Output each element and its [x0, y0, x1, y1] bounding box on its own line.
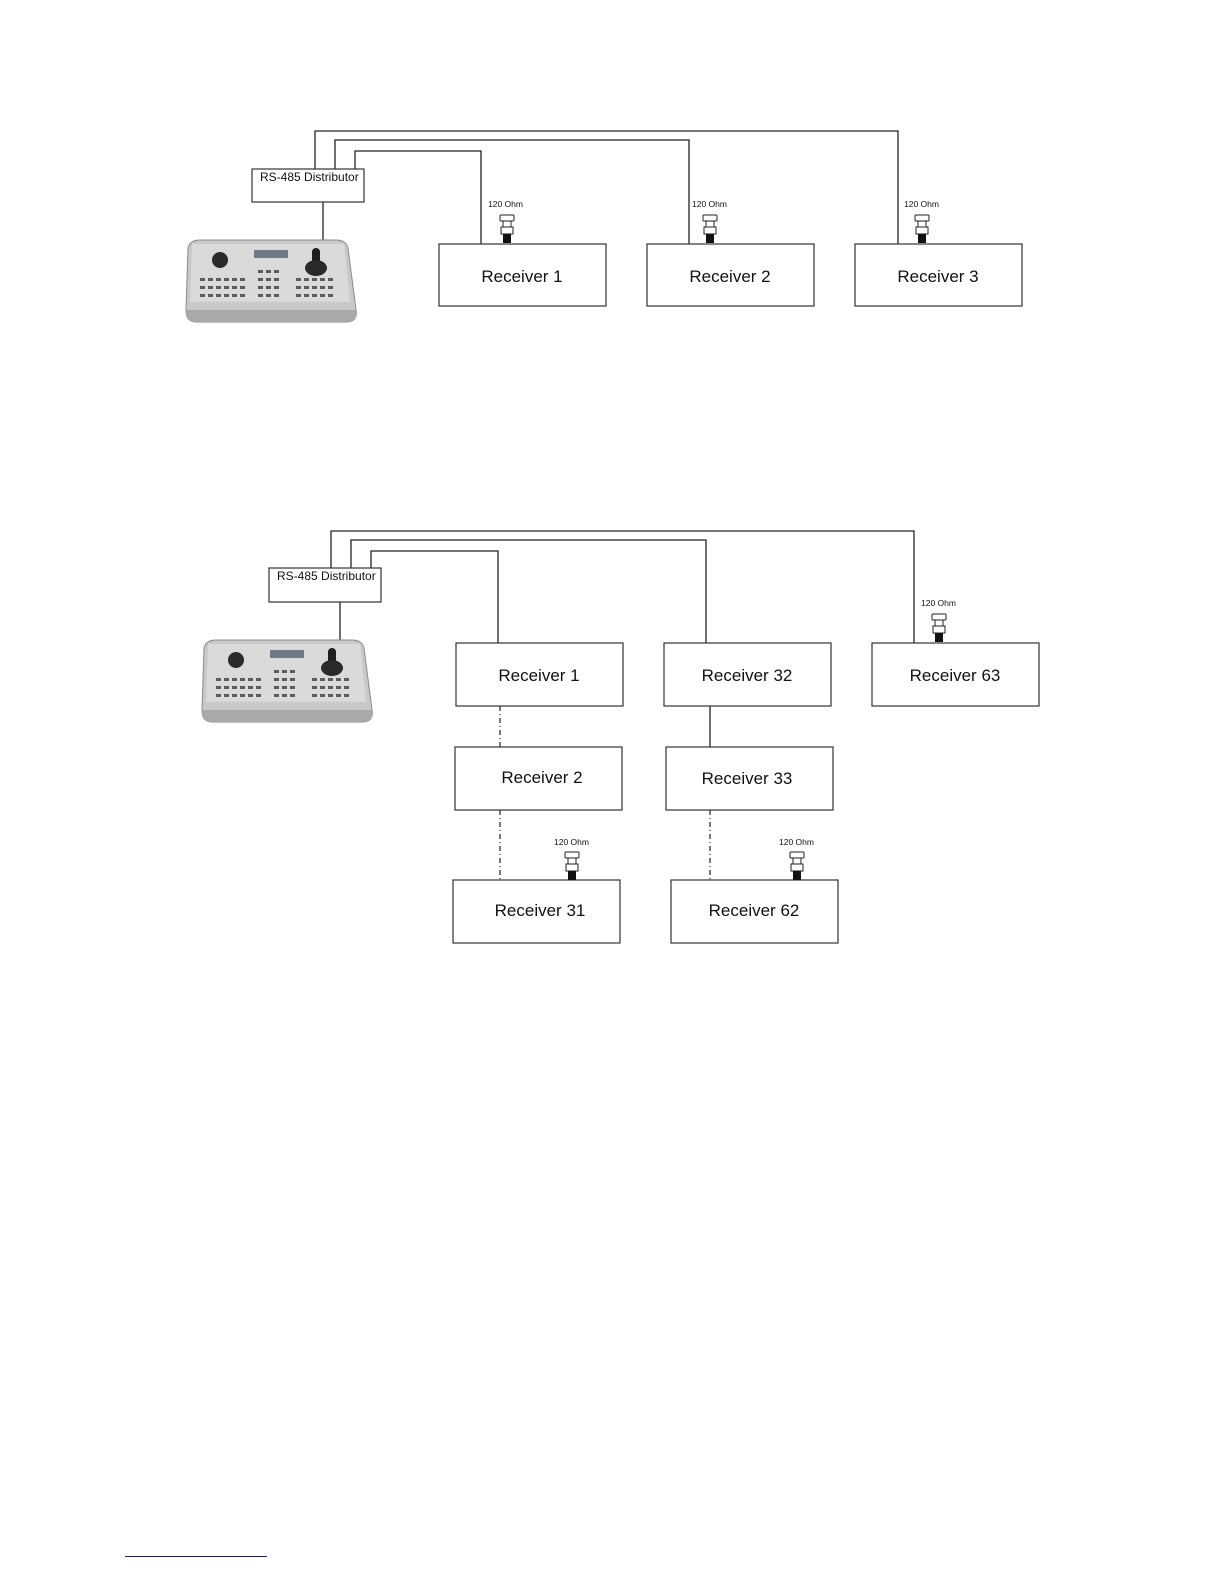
bottom-terminator-31-label: 120 Ohm: [554, 837, 589, 847]
diagram-bottom: RS-485 Distributor Receiver 1 Receiver 3…: [202, 531, 1039, 943]
top-terminator-2-label: 120 Ohm: [692, 199, 727, 209]
top-terminator-3-icon: [915, 215, 929, 243]
bottom-receiver-32-label: Receiver 32: [702, 666, 793, 685]
bottom-terminator-62-label: 120 Ohm: [779, 837, 814, 847]
bottom-distributor-label: RS-485 Distributor: [277, 569, 376, 583]
top-distributor-label: RS-485 Distributor: [260, 170, 359, 184]
bottom-terminator-31-icon: [565, 852, 579, 880]
top-receiver-2-label: Receiver 2: [689, 267, 770, 286]
top-receiver-3-label: Receiver 3: [897, 267, 978, 286]
bottom-receiver-63-label: Receiver 63: [910, 666, 1001, 685]
bottom-receiver-1-label: Receiver 1: [498, 666, 579, 685]
top-terminator-1-icon: [500, 215, 514, 243]
bottom-receiver-31-label: Receiver 31: [495, 901, 586, 920]
top-wires: [315, 131, 898, 244]
top-terminator-2-icon: [703, 215, 717, 243]
top-terminator-1-label: 120 Ohm: [488, 199, 523, 209]
bottom-keyboard-controller-icon: [202, 640, 372, 722]
bottom-terminator-63-label: 120 Ohm: [921, 598, 956, 608]
top-keyboard-controller-icon: [186, 240, 356, 322]
bottom-terminator-62-icon: [790, 852, 804, 880]
bottom-receiver-2-label: Receiver 2: [501, 768, 582, 787]
top-receiver-1-label: Receiver 1: [481, 267, 562, 286]
footnote-separator: [125, 1556, 267, 1557]
bottom-terminator-63-icon: [932, 614, 946, 642]
diagram-top: RS-485 Distributor Receiver 1 Receiver 2…: [186, 131, 1022, 322]
bottom-receiver-62-label: Receiver 62: [709, 901, 800, 920]
top-terminator-3-label: 120 Ohm: [904, 199, 939, 209]
bottom-receiver-33-label: Receiver 33: [702, 769, 793, 788]
